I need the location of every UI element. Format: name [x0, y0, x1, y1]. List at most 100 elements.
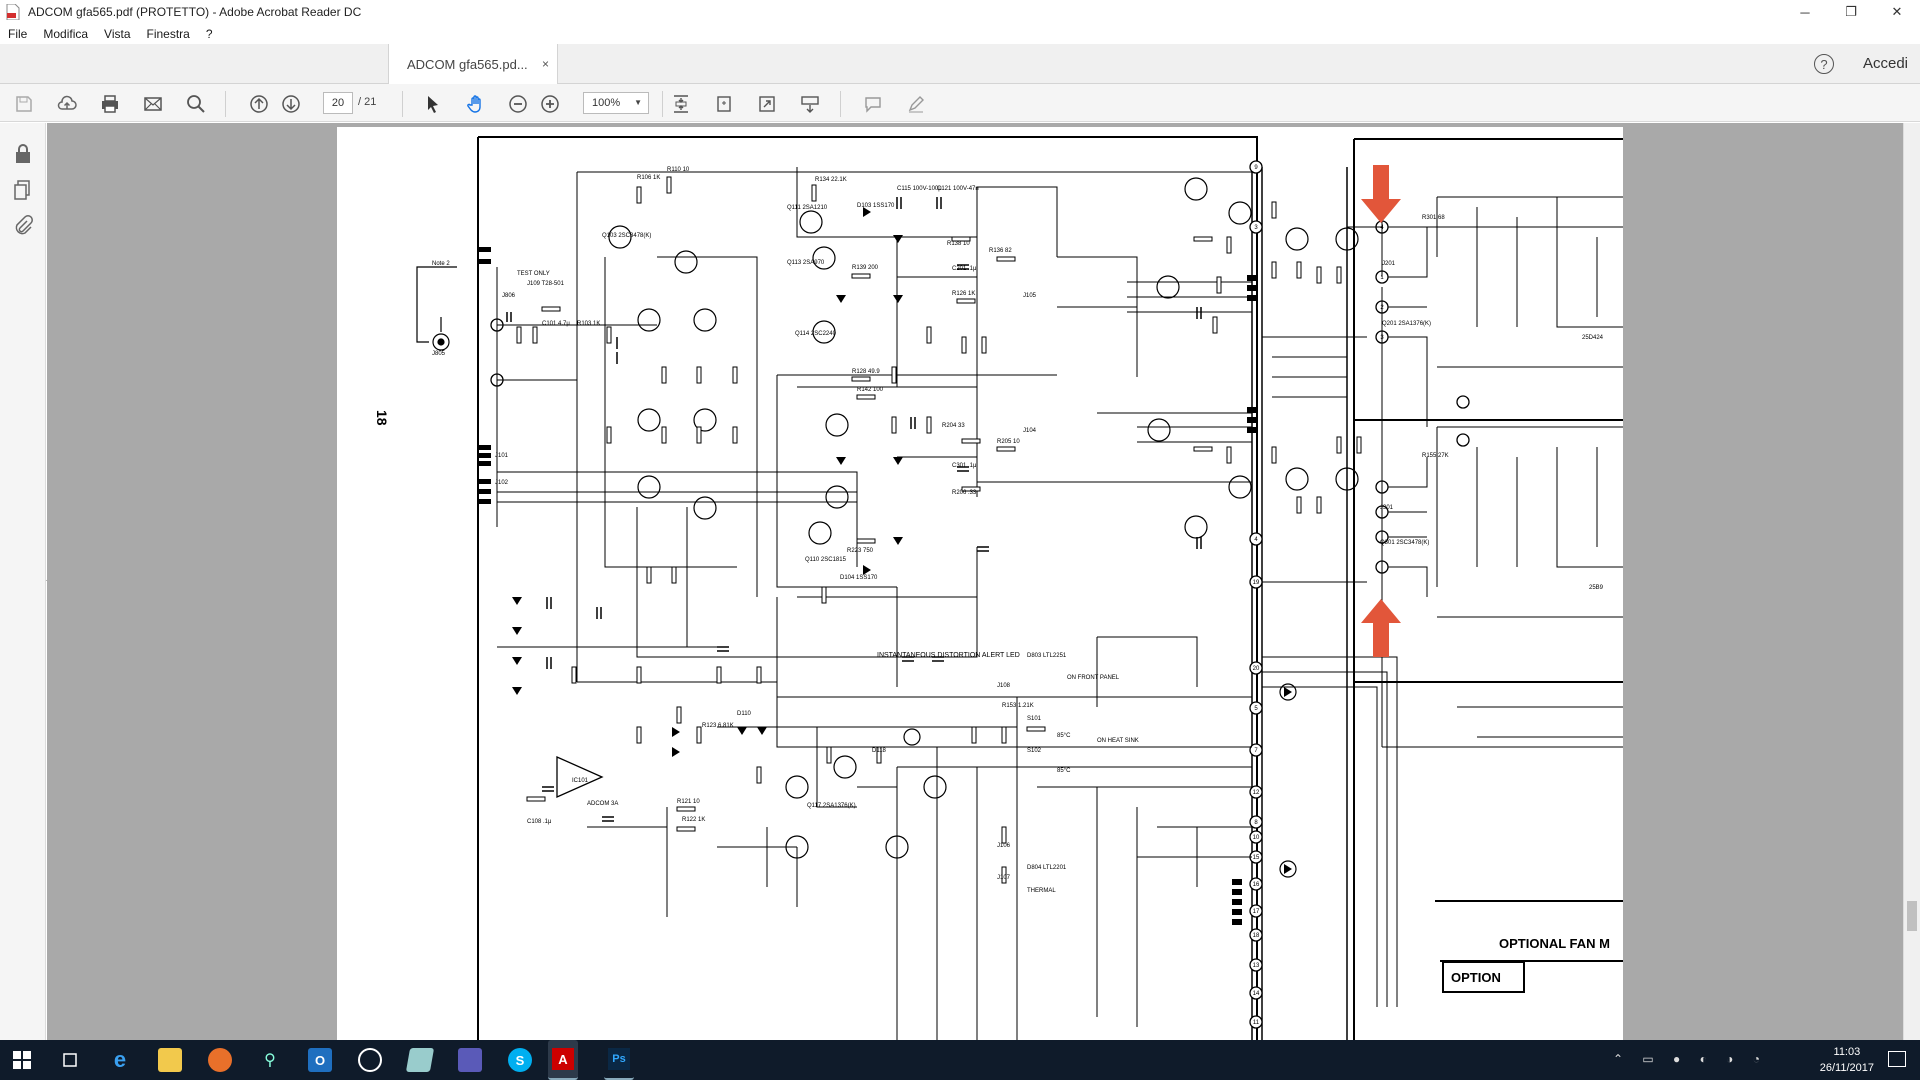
vpn-lock-icon[interactable]: [358, 1048, 382, 1072]
svg-text:D803 LTL2251: D803 LTL2251: [1027, 653, 1067, 659]
outlook-icon[interactable]: O: [308, 1048, 332, 1072]
help-icon[interactable]: ?: [1814, 54, 1834, 74]
zoom-level-select[interactable]: 100% ▼: [583, 92, 649, 114]
rotate-page-icon[interactable]: [713, 93, 735, 115]
clock-time: 11:03: [1833, 1046, 1861, 1058]
svg-text:13: 13: [1253, 963, 1260, 969]
clock-date: 26/11/2017: [1819, 1062, 1874, 1074]
scroll-mode-icon[interactable]: [799, 93, 821, 115]
photoshop-icon[interactable]: Ps: [604, 1040, 634, 1080]
document-tab[interactable]: ADCOM gfa565.pd... ×: [388, 44, 558, 84]
svg-text:R126 1K: R126 1K: [952, 291, 975, 297]
notepad-icon[interactable]: [405, 1048, 435, 1072]
svg-text:1: 1: [1380, 275, 1384, 281]
page-number-label: 18: [374, 410, 390, 426]
note2-label: Note 2: [432, 261, 450, 267]
select-tool-icon[interactable]: [422, 93, 444, 115]
signin-link[interactable]: Accedi: [1862, 55, 1908, 72]
maximize-button[interactable]: ❐: [1845, 4, 1857, 19]
pages-thumbnails-icon[interactable]: [12, 179, 34, 201]
chevron-down-icon: ▼: [634, 98, 642, 107]
svg-text:C101 4.7μ: C101 4.7μ: [542, 321, 570, 327]
svg-text:25B9: 25B9: [1589, 585, 1604, 591]
print-icon[interactable]: [99, 93, 121, 115]
svg-text:3: 3: [1254, 225, 1258, 231]
lock-icon[interactable]: [12, 143, 34, 165]
svg-text:R122 1K: R122 1K: [682, 817, 705, 823]
svg-text:16: 16: [1253, 882, 1260, 888]
system-tray-icons[interactable]: ⌃ ▭ ● ◐ ◑ ◔: [1612, 1052, 1768, 1066]
minimize-button[interactable]: ─: [1800, 4, 1810, 20]
svg-text:Q111 2SA1210: Q111 2SA1210: [787, 205, 828, 211]
menu-help[interactable]: ?: [205, 27, 213, 41]
svg-text:9: 9: [1254, 165, 1258, 171]
left-side-panel: [0, 123, 46, 1040]
toolbar: 20 / 21 100% ▼: [0, 84, 1920, 122]
menu-finestra[interactable]: Finestra: [146, 27, 190, 41]
notification-center-icon[interactable]: [1888, 1051, 1906, 1067]
svg-text:J805: J805: [432, 351, 446, 357]
email-icon[interactable]: [142, 93, 164, 115]
svg-text:20: 20: [1253, 666, 1260, 672]
page-number-input[interactable]: 20: [323, 92, 353, 114]
svg-text:R110 10: R110 10: [667, 167, 690, 173]
menu-vista[interactable]: Vista: [104, 27, 131, 41]
cloud-upload-icon[interactable]: [56, 93, 78, 115]
search-icon[interactable]: [185, 93, 207, 115]
schematic-drawing: 18 OPTION OPTIONAL FAN M: [374, 136, 1623, 1040]
svg-text:D118: D118: [872, 748, 887, 754]
firefox-icon[interactable]: [208, 1048, 232, 1072]
internet-explorer-icon[interactable]: e: [113, 1047, 127, 1072]
svg-text:25D424: 25D424: [1582, 335, 1604, 341]
visual-studio-icon[interactable]: [458, 1048, 482, 1072]
pdf-page: 18 OPTION OPTIONAL FAN M: [337, 127, 1623, 1040]
close-button[interactable]: ✕: [1891, 4, 1903, 19]
test-only-label: TEST ONLY: [517, 271, 550, 277]
scrollbar-thumb[interactable]: [1907, 901, 1917, 931]
alert-led-label: INSTANTANEOUS DISTORTION ALERT LED: [877, 652, 1020, 659]
windows-start-icon[interactable]: [10, 1048, 34, 1072]
zoom-out-icon[interactable]: [507, 93, 529, 115]
network-search-icon[interactable]: ⚲: [264, 1052, 276, 1069]
svg-text:R103 1K: R103 1K: [577, 321, 600, 327]
menu-modifica[interactable]: Modifica: [43, 27, 89, 41]
front-panel-label: ON FRONT PANEL: [1067, 675, 1120, 681]
svg-text:C115 100V-100μ: C115 100V-100μ: [897, 186, 942, 192]
svg-text:4: 4: [1254, 537, 1258, 543]
file-explorer-icon[interactable]: [158, 1048, 182, 1072]
orange-down-arrow-icon: [1361, 165, 1401, 223]
annotation-arrows: [1361, 165, 1401, 657]
svg-text:14: 14: [1253, 991, 1260, 997]
svg-text:85°C: 85°C: [1057, 768, 1071, 774]
svg-text:D103 1SS170: D103 1SS170: [857, 203, 895, 209]
highlight-pen-icon[interactable]: [905, 93, 927, 115]
document-viewer[interactable]: 18 OPTION OPTIONAL FAN M: [47, 123, 1903, 1040]
hand-tool-icon[interactable]: [465, 93, 487, 115]
zoom-in-icon[interactable]: [539, 93, 561, 115]
svg-text:7: 7: [1254, 748, 1258, 754]
svg-text:J101: J101: [495, 453, 509, 459]
svg-text:2: 2: [1380, 305, 1384, 311]
save-icon[interactable]: [13, 93, 35, 115]
system-clock[interactable]: 11:03 26/11/2017: [1820, 1044, 1874, 1076]
adcom-label: ADCOM 3A: [587, 801, 618, 807]
orange-up-arrow-icon: [1361, 599, 1401, 657]
svg-text:R142 100: R142 100: [857, 387, 884, 393]
vertical-scrollbar[interactable]: [1903, 123, 1920, 1040]
full-screen-icon[interactable]: [756, 93, 778, 115]
menu-file[interactable]: File: [8, 27, 28, 41]
svg-text:Q201 2SA1376(K): Q201 2SA1376(K): [1382, 321, 1431, 327]
fit-page-icon[interactable]: [670, 93, 692, 115]
svg-text:85°C: 85°C: [1057, 733, 1071, 739]
svg-text:4: 4: [1380, 225, 1384, 231]
title-bar: ADCOM gfa565.pdf (PROTETTO) - Adobe Acro…: [0, 0, 1920, 24]
acrobat-reader-taskbar-icon[interactable]: A: [548, 1040, 578, 1080]
tab-close-icon[interactable]: ×: [541, 57, 549, 71]
next-page-icon[interactable]: [280, 93, 302, 115]
task-view-icon[interactable]: [58, 1048, 82, 1072]
svg-text:3: 3: [1380, 335, 1384, 341]
comment-icon[interactable]: [862, 93, 884, 115]
skype-icon[interactable]: S: [508, 1048, 532, 1072]
attachment-icon[interactable]: [12, 215, 34, 237]
previous-page-icon[interactable]: [248, 93, 270, 115]
